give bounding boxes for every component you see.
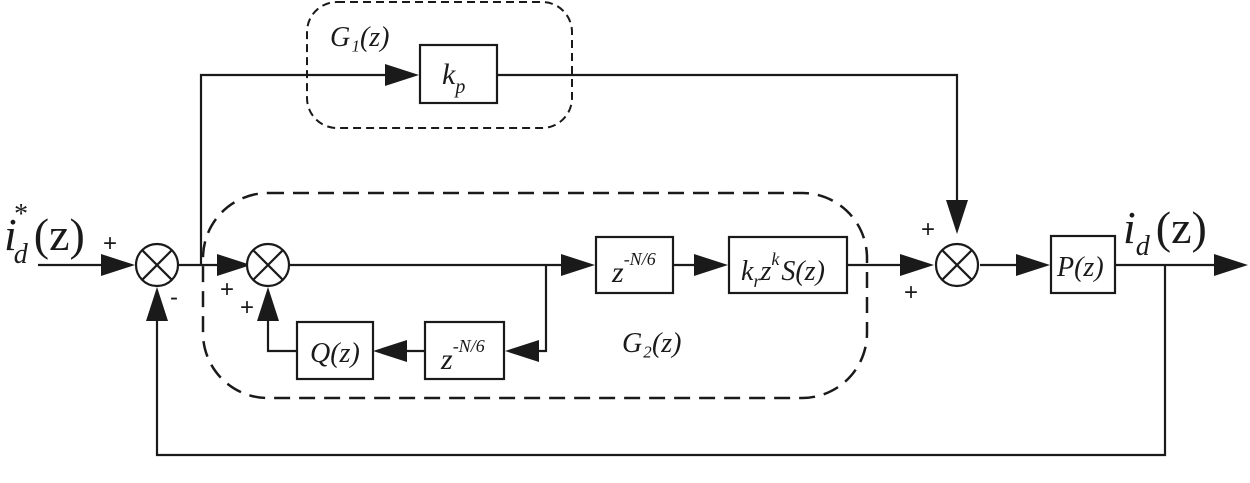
svg-text:kp: kp (442, 58, 465, 98)
kp-to-sum3-line (497, 73, 959, 215)
sum3-left-sign: + (904, 279, 918, 306)
arrow-into-sum3-left (900, 254, 934, 276)
signal-lines (38, 73, 1218, 457)
q-to-sum2-line (266, 310, 296, 353)
arrow-into-kp (385, 64, 419, 86)
g1-group-boundary (306, 1, 573, 129)
g2-label: G₂(z) (622, 328, 682, 359)
arrow-into-q (373, 340, 407, 362)
summing-junction-1 (134, 242, 180, 288)
arrow-into-sum1 (101, 254, 135, 276)
g2-group-boundary (201, 191, 869, 400)
internal-branch-line (525, 265, 548, 353)
arrow-into-sum2 (217, 254, 251, 276)
sum1-bottom-sign: - (170, 284, 178, 311)
feedforward-branch-line (199, 73, 400, 265)
svg-text:krzkS(z): krzkS(z) (741, 249, 825, 291)
arrow-output (1214, 254, 1248, 276)
arrow-into-plant (1016, 254, 1050, 276)
krzks-block: krzkS(z) (727, 235, 849, 295)
q-block: Q(z) (295, 320, 375, 381)
arrow-into-sum1-bottom (146, 287, 168, 321)
svg-text:z-N/6: z-N/6 (611, 249, 656, 289)
summing-junction-3 (934, 242, 980, 288)
sum1-top-sign: + (103, 230, 117, 257)
arrowheads (101, 64, 1248, 362)
svg-text:P(z): P(z) (1056, 252, 1104, 283)
main-feedback-line (155, 265, 1167, 457)
delay-top-block: z-N/6 (594, 235, 675, 295)
input-signal-label: i*d(z) (4, 199, 85, 270)
summing-junction-2 (245, 242, 291, 288)
output-signal-label: id(z) (1123, 202, 1207, 262)
arrow-into-sum3-top (946, 200, 968, 234)
g1-label: G₁(z) (330, 22, 390, 53)
arrow-into-sum2-bottom (257, 287, 279, 321)
sum3-top-sign: + (921, 216, 935, 243)
arrow-into-delay-top (561, 254, 595, 276)
kp-block: kp (418, 43, 499, 105)
plant-block: P(z) (1049, 234, 1117, 295)
delay-bottom-block: z-N/6 (423, 320, 506, 381)
svg-text:Q(z): Q(z) (310, 338, 360, 369)
arrow-into-krzks (694, 254, 728, 276)
svg-text:z-N/6: z-N/6 (440, 336, 485, 376)
arrow-into-delay-bottom (505, 340, 539, 362)
sum2-bottom-sign: + (240, 294, 254, 321)
sum2-left-sign: + (220, 276, 234, 303)
